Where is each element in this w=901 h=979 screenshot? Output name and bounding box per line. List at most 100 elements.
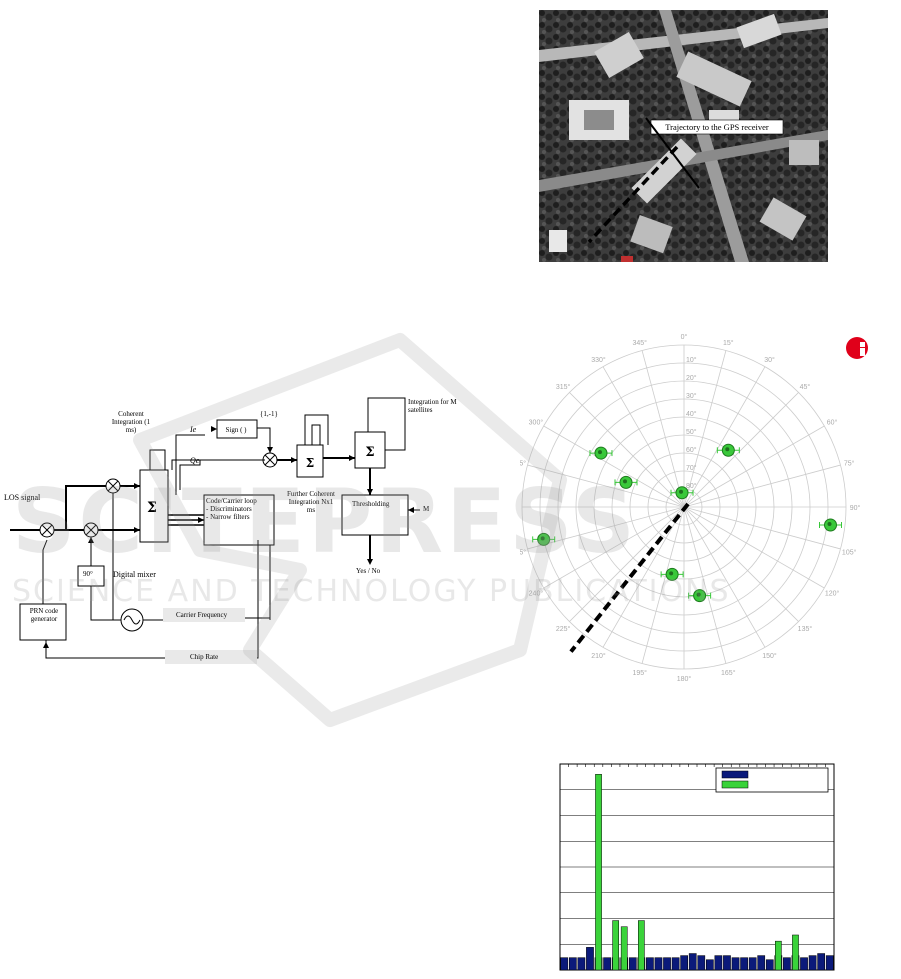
satellite-marker xyxy=(532,532,556,546)
azimuth-label: 120° xyxy=(825,590,840,598)
bar-series-1 xyxy=(714,955,723,971)
elevation-label: 60° xyxy=(686,446,697,454)
thresholding-label: Thresholding xyxy=(352,500,390,508)
bar-series-1 xyxy=(697,955,706,971)
bar-series-1 xyxy=(586,947,594,971)
aerial-buildings xyxy=(549,13,819,254)
sign-box-label: Sign ( ) xyxy=(226,426,248,434)
integration-m-satellites-label: Integration for M satellites xyxy=(408,398,457,414)
bar-series-2 xyxy=(612,920,619,971)
m-input-label: M xyxy=(423,505,430,513)
bar-chart xyxy=(559,763,835,971)
azimuth-spoke xyxy=(683,392,799,508)
code-carrier-loop-title: Code/Carrier loop xyxy=(206,497,257,505)
satellite-marker xyxy=(614,475,638,489)
elevation-label: 20° xyxy=(686,374,697,382)
bar-series-1 xyxy=(663,957,671,971)
chart-legend xyxy=(715,767,829,793)
azimuth-spoke xyxy=(543,425,685,508)
azimuth-spoke xyxy=(641,350,685,508)
satellite-marker xyxy=(670,486,694,500)
azimuth-spoke xyxy=(683,506,766,648)
elevation-label: 30° xyxy=(686,392,697,400)
azimuth-spoke xyxy=(527,464,685,508)
aerial-label-box xyxy=(650,119,784,135)
chip-rate-label: Chip Rate xyxy=(190,653,219,661)
azimuth-label: 165° xyxy=(721,669,736,677)
satellite-marker xyxy=(688,589,712,603)
azimuth-label: 75° xyxy=(844,460,855,468)
azimuth-spoke xyxy=(569,506,685,622)
azimuth-spoke xyxy=(602,506,685,648)
azimuth-spoke xyxy=(683,506,799,622)
bar-series-2 xyxy=(775,940,782,971)
aerial-trajectory-label: Trajectory to the GPS receiver xyxy=(665,122,769,132)
bar-series-1 xyxy=(808,955,817,971)
satellite-marker xyxy=(589,446,613,460)
bar-series-1 xyxy=(688,953,697,971)
azimuth-spoke xyxy=(683,464,841,508)
azimuth-label: 180° xyxy=(677,675,692,683)
azimuth-label: 30° xyxy=(764,356,775,364)
sigma-further: Σ xyxy=(306,456,314,470)
bar-series-1 xyxy=(654,957,663,971)
bar-series-1 xyxy=(680,955,689,971)
azimuth-label: 285° xyxy=(520,460,526,468)
azimuth-label: 315° xyxy=(556,383,571,391)
bar-series-1 xyxy=(731,957,740,971)
elevation-label: 40° xyxy=(686,410,697,418)
azimuth-spoke xyxy=(683,366,766,508)
bar-series-1 xyxy=(603,957,611,971)
azimuth-label: 255° xyxy=(520,548,526,556)
azimuth-spoke xyxy=(683,506,841,550)
info-badge-icon xyxy=(846,337,868,359)
carrier-frequency-label: Carrier Frequency xyxy=(176,611,228,619)
azimuth-label: 195° xyxy=(632,669,647,677)
azimuth-label: 330° xyxy=(591,356,606,364)
phase-shift-label: 90° xyxy=(83,570,93,578)
azimuth-label: 210° xyxy=(591,652,606,660)
bar-series-2 xyxy=(638,920,645,971)
ie-label: Ie xyxy=(190,425,197,434)
aerial-trajectory-dashed xyxy=(587,145,679,244)
azimuth-spoke xyxy=(569,392,685,508)
sky-trajectory-line xyxy=(569,502,690,653)
azimuth-spoke xyxy=(683,506,825,589)
bar-series-1 xyxy=(577,957,586,971)
azimuth-spoke xyxy=(641,506,685,664)
elevation-label: 80° xyxy=(686,482,697,490)
qe-label: Qe xyxy=(190,456,200,465)
azimuth-spoke xyxy=(543,506,685,589)
azimuth-spoke xyxy=(683,350,727,508)
satellite-marker xyxy=(716,443,740,457)
elevation-label: 10° xyxy=(686,356,697,364)
satellite-marker xyxy=(660,567,684,581)
azimuth-spoke xyxy=(683,506,727,664)
azimuth-label: 90° xyxy=(850,504,861,512)
sky-plot: 0°15°30°45°60°75°90°105°120°135°150°165°… xyxy=(520,333,861,683)
bar-series-1 xyxy=(783,957,791,971)
azimuth-label: 105° xyxy=(842,548,857,556)
azimuth-label: 150° xyxy=(762,652,777,660)
satellite-marker xyxy=(818,518,842,532)
bar-series-1 xyxy=(671,957,680,971)
azimuth-label: 300° xyxy=(529,419,544,427)
azimuth-label: 60° xyxy=(827,419,838,427)
azimuth-spoke xyxy=(602,366,685,508)
azimuth-label: 135° xyxy=(798,625,813,633)
code-carrier-loop-box: Code/Carrier loop - Discriminators - Nar… xyxy=(206,497,257,521)
sign-output-label: {1,-1} xyxy=(260,410,278,418)
bar-series-1 xyxy=(765,959,774,971)
los-signal-label: LOS signal xyxy=(4,493,41,502)
elevation-label: 70° xyxy=(686,464,697,472)
legend-swatch-series-2 xyxy=(721,780,749,789)
bar-series-2 xyxy=(620,926,628,971)
azimuth-label: 240° xyxy=(529,590,544,598)
digital-mixer-label: Digital mixer xyxy=(113,570,156,579)
bar-series-1 xyxy=(757,955,766,971)
azimuth-label: 45° xyxy=(800,383,811,391)
bar-series-1 xyxy=(646,957,654,971)
bar-series-1 xyxy=(800,957,808,971)
azimuth-label: 225° xyxy=(556,625,571,633)
receiver-block-diagram: Σ Σ Σ Sign ( ) xyxy=(10,397,420,664)
